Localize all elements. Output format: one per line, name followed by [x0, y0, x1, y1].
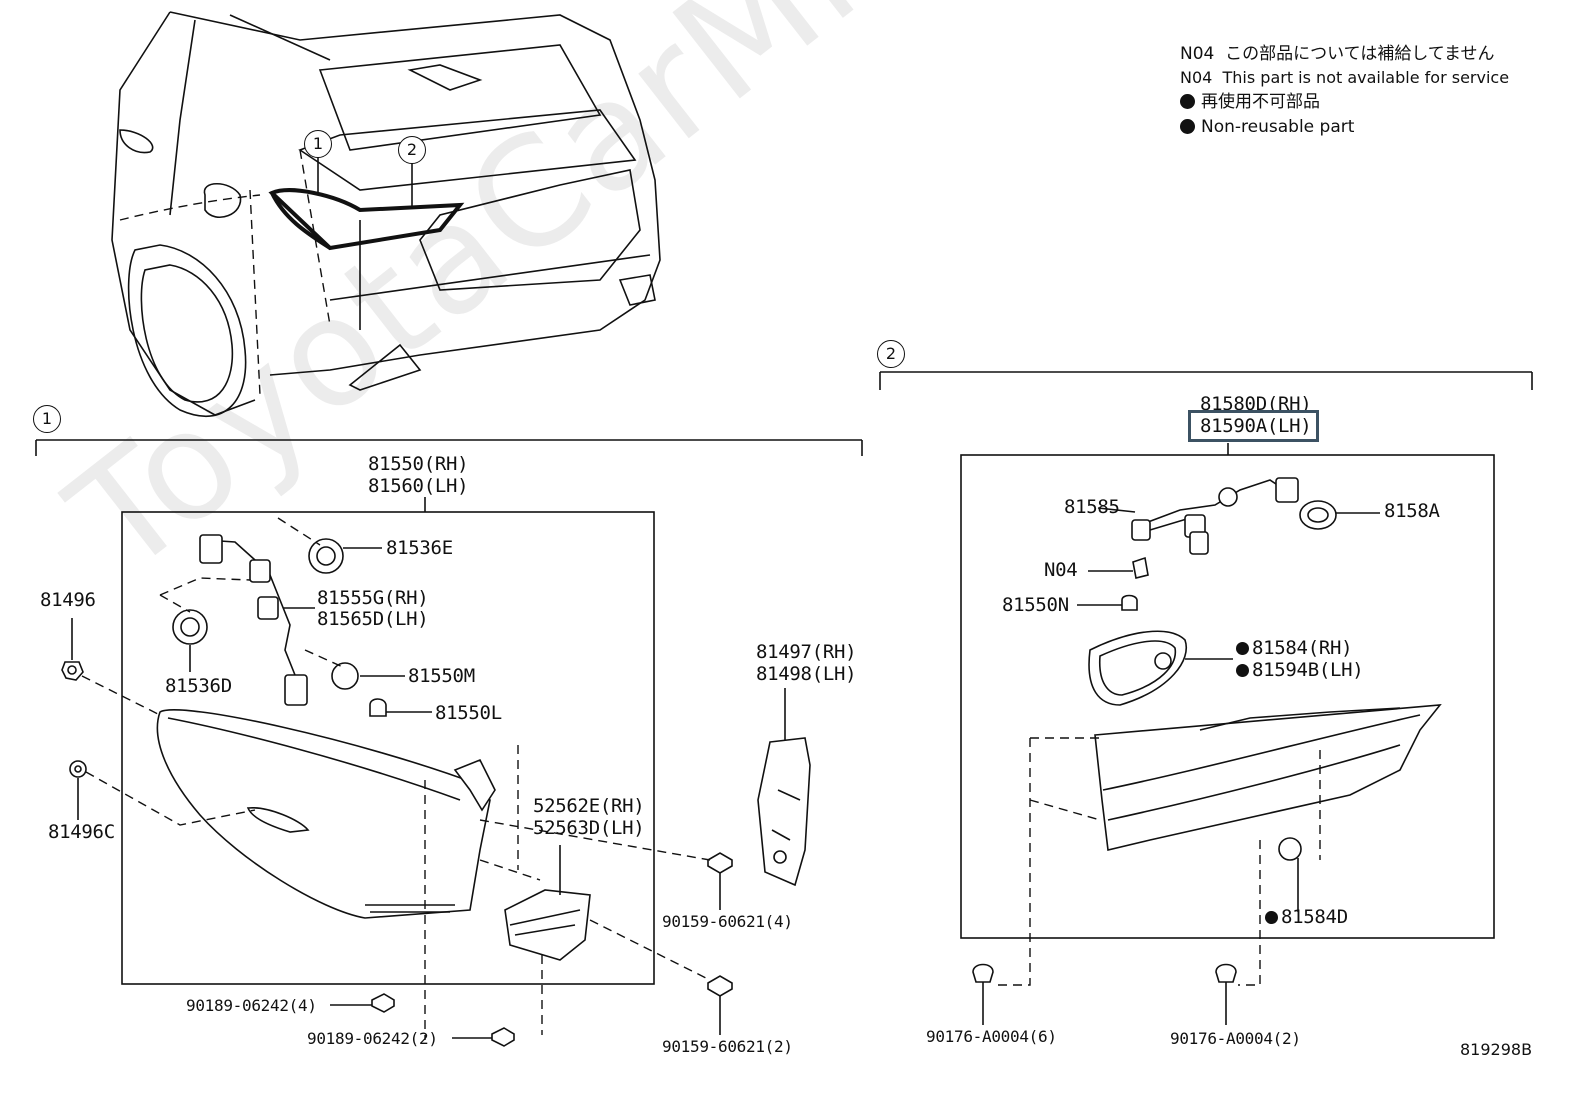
legend-non-reusable-ja: 再使用不可部品 — [1180, 90, 1320, 114]
label-90159-60621-2[interactable]: 90159-60621(2) — [662, 1037, 793, 1056]
non-reusable-icon — [1265, 911, 1278, 924]
label-81584-text: 81584(RH) — [1252, 637, 1353, 659]
label-81560[interactable]: 81560(LH) — [368, 475, 469, 497]
label-81594B[interactable]: 81594B(LH) — [1236, 659, 1364, 681]
label-81584D[interactable]: 81584D — [1265, 907, 1348, 928]
legend-line-ja: N04 この部品については補給してません — [1180, 42, 1494, 66]
label-81536D[interactable]: 81536D — [165, 675, 232, 697]
diagram-code: 819298B — [1460, 1040, 1533, 1059]
label-90176-A0004-6[interactable]: 90176-A0004(6) — [926, 1027, 1057, 1046]
label-81590A[interactable]: 81590A(LH) — [1200, 415, 1312, 437]
label-81594B-text: 81594B(LH) — [1252, 659, 1364, 681]
highlighted-part-box — [1188, 410, 1319, 442]
legend-code-ja: N04 — [1180, 44, 1215, 64]
legend-text-ja: この部品については補給してません — [1225, 44, 1495, 64]
label-52563D[interactable]: 52563D(LH) — [533, 817, 645, 839]
car-illustration — [111, 11, 661, 417]
label-81498[interactable]: 81498(LH) — [756, 663, 857, 685]
label-90189-06242-4[interactable]: 90189-06242(4) — [186, 996, 317, 1015]
group2-bracket — [879, 371, 1533, 939]
label-81565D[interactable]: 81565D(LH) — [317, 608, 429, 630]
label-90189-06242-2[interactable]: 90189-06242(2) — [307, 1029, 438, 1048]
legend-non-reusable-en-text: Non-reusable part — [1201, 117, 1355, 137]
callout-1-group: 1 — [33, 405, 61, 433]
label-81585[interactable]: 81585 — [1064, 496, 1120, 518]
legend-text-en: This part is not available for service — [1222, 68, 1510, 87]
label-81550L[interactable]: 81550L — [435, 702, 502, 724]
label-52562E[interactable]: 52562E(RH) — [533, 795, 645, 817]
label-N04[interactable]: N04 — [1044, 559, 1078, 581]
label-81584[interactable]: 81584(RH) — [1236, 637, 1353, 659]
bullet-icon — [1180, 119, 1195, 134]
label-8158A[interactable]: 8158A — [1384, 500, 1440, 522]
non-reusable-icon — [1236, 664, 1249, 677]
label-81584D-text: 81584D — [1281, 906, 1348, 928]
legend-line-en: N04 This part is not available for servi… — [1180, 66, 1509, 90]
label-81536E[interactable]: 81536E — [386, 537, 453, 559]
legend-code-en: N04 — [1180, 68, 1213, 87]
label-81497[interactable]: 81497(RH) — [756, 641, 857, 663]
group1-bracket — [35, 439, 863, 985]
label-81550[interactable]: 81550(RH) — [368, 453, 469, 475]
callout-2-car: 2 — [398, 136, 426, 164]
legend-non-reusable-en: Non-reusable part — [1180, 115, 1354, 139]
group2-parts — [972, 477, 1442, 1025]
label-90159-60621-4[interactable]: 90159-60621(4) — [662, 912, 793, 931]
bullet-icon — [1180, 94, 1195, 109]
label-81550M[interactable]: 81550M — [408, 665, 475, 687]
label-81496C[interactable]: 81496C — [48, 821, 115, 843]
label-90176-A0004-2[interactable]: 90176-A0004(2) — [1170, 1029, 1301, 1048]
legend-non-reusable-ja-text: 再使用不可部品 — [1201, 92, 1320, 112]
label-81555G[interactable]: 81555G(RH) — [317, 587, 429, 609]
label-81496[interactable]: 81496 — [40, 589, 96, 611]
label-81580D[interactable]: 81580D(RH) — [1200, 393, 1312, 415]
non-reusable-icon — [1236, 642, 1249, 655]
label-81550N[interactable]: 81550N — [1002, 594, 1069, 616]
callout-1-car: 1 — [304, 130, 332, 158]
group1-parts — [61, 517, 811, 1047]
callout-2-group: 2 — [877, 340, 905, 368]
